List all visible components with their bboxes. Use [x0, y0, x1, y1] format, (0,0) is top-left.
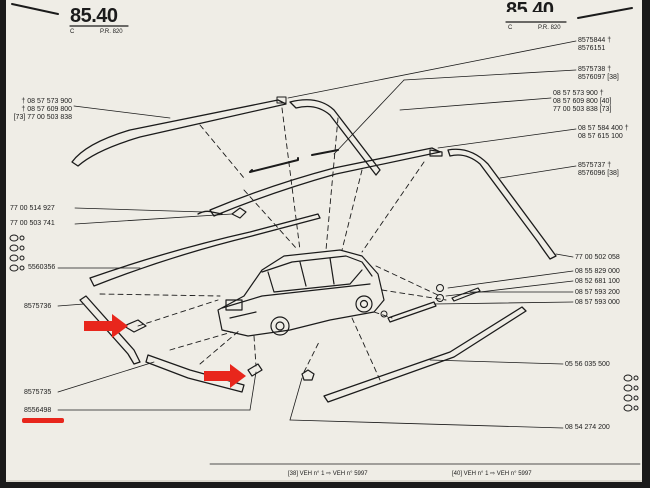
car-illustration [217, 249, 385, 337]
footer-note-1: [38] VEH n° 1 ⇨ VEH n° 5997 [288, 471, 368, 477]
part-number-p6: 8556498 [24, 407, 52, 414]
right-roof-trim [447, 148, 557, 260]
part-number-r11: 05 56 035 500 [565, 361, 610, 368]
fastener-icons-right [623, 374, 639, 412]
part-number-r1a: 8575844 † [578, 37, 612, 44]
code-c-left: C [70, 29, 75, 35]
part-number-left-group-1: † 08 57 573 900 [21, 98, 72, 105]
part-number-r6: 77 00 502 058 [575, 254, 620, 261]
part-number-r4b: 08 57 615 100 [578, 133, 623, 140]
part-number-r3a: 08 57 573 900 † [553, 90, 604, 97]
trim-end-piece [451, 287, 481, 302]
page-number-left: 85.40 [70, 5, 118, 27]
center-roof-trim [209, 147, 441, 217]
clip-part-lower [247, 363, 263, 377]
red-arrow-1 [84, 314, 128, 338]
part-number-r3c: 77 00 503 838 [73] [553, 106, 612, 113]
red-underline-mark [22, 418, 64, 423]
code-pr-left: P.R. 820 [100, 29, 123, 35]
washer-part-1 [436, 284, 444, 292]
code-c-right: C [508, 25, 513, 31]
footer-note-2: [40] VEH n° 1 ⇨ VEH n° 5997 [452, 471, 532, 477]
top-clip-part [276, 96, 287, 104]
long-sill-trim [323, 306, 527, 403]
washer-part-2 [436, 294, 444, 302]
thumbnail-part-left [11, 3, 59, 15]
callout-lines [57, 40, 577, 429]
small-strip-right [311, 149, 339, 156]
left-pillar-trim [79, 295, 141, 365]
dashed-leader-lines [99, 107, 447, 381]
part-number-p1: 77 00 514 927 [10, 205, 55, 212]
thumbnail-part-right [577, 7, 633, 19]
end-cap-part [301, 369, 315, 381]
fastener-icons-left [9, 234, 25, 272]
part-number-p3: 5560356 [28, 264, 56, 271]
page-number-right: 85.40 [506, 0, 554, 21]
part-number-r4a: 08 57 584 400 † [578, 125, 629, 132]
part-number-p5: 8575735 [24, 389, 52, 396]
red-highlight-arrows [84, 314, 246, 388]
clip-part-right [429, 149, 443, 157]
upper-mid-roof-trim [289, 99, 381, 176]
part-number-r5a: 8575737 † [578, 162, 612, 169]
part-number-r2a: 8575738 † [578, 66, 612, 73]
upper-left-roof-trim [71, 99, 287, 167]
part-number-p2: 77 00 503 741 [10, 220, 55, 227]
part-number-r1b: 8576151 [578, 45, 606, 52]
washer-part-3 [380, 310, 388, 318]
clip-part-small [197, 210, 223, 215]
paper-sheet [6, 0, 642, 482]
sill-trim-left [145, 354, 245, 393]
clip-part-bracket [231, 207, 247, 219]
part-number-r9: 08 57 593 200 [575, 289, 620, 296]
part-number-left-group-3: [73] 77 00 503 838 [13, 114, 72, 121]
part-number-r7: 08 55 829 000 [575, 268, 620, 275]
part-number-r2b: 8576097 [38] [578, 74, 619, 81]
clip-part-left-lower [123, 319, 147, 333]
part-number-r12: 08 54 274 200 [565, 424, 610, 431]
part-number-p4: 8575736 [24, 303, 52, 310]
part-number-r5b: 8576096 [38] [578, 170, 619, 177]
red-arrow-2 [204, 364, 246, 388]
door-trim-small [387, 301, 437, 323]
code-pr-right: P.R. 820 [538, 25, 561, 31]
windscreen-trim [89, 213, 321, 287]
part-number-r10: 08 57 593 000 [575, 299, 620, 306]
small-strip-left [249, 157, 299, 173]
part-number-left-group-2: † 08 57 609 800 [21, 106, 72, 113]
part-number-r3b: 08 57 609 800 [40] [553, 98, 612, 105]
part-number-r8: 08 52 681 100 [575, 278, 620, 285]
